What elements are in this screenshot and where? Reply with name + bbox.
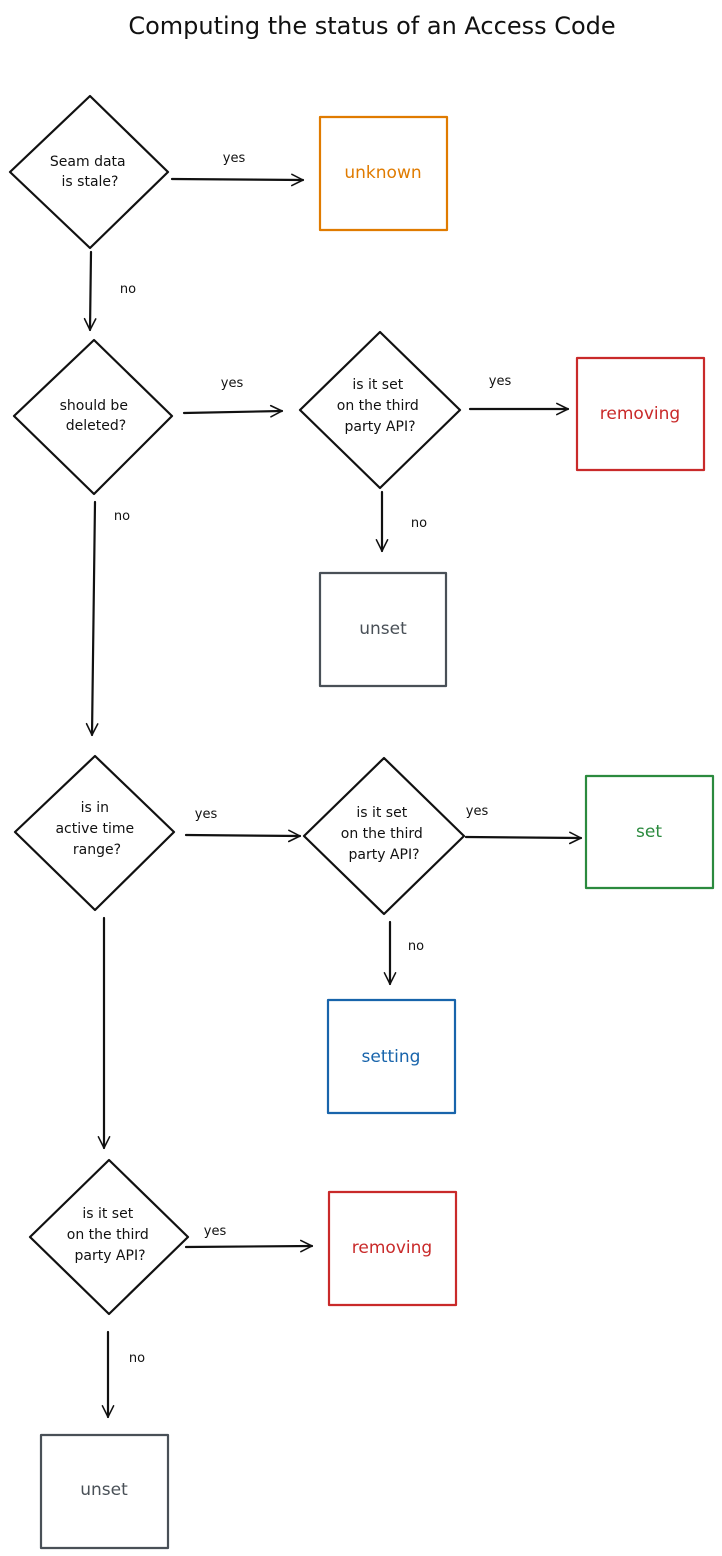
edge-d2-no (85, 500, 99, 737)
edge-d2-yes (182, 404, 284, 418)
edge-d1-yes (170, 173, 305, 187)
result-label: unset (80, 1480, 128, 1500)
edge-label-no: no (411, 516, 427, 531)
edge-label-no: no (408, 939, 424, 954)
decision-text-line: deleted? (66, 418, 126, 434)
result-label: removing (600, 404, 680, 424)
svg-text:Seam data is stale?: Seam data is stale? (50, 154, 130, 190)
result-removing: removing (327, 1190, 458, 1307)
edge-label-no: no (120, 282, 136, 297)
result-label: set (636, 822, 662, 842)
decision-text-line: on the third (341, 826, 423, 842)
edge-label-yes: yes (195, 807, 218, 822)
decision-should-be-deleted: should be deleted? (12, 338, 174, 496)
result-unset: unset (39, 1433, 170, 1550)
decision-text-line: is stale? (62, 174, 119, 190)
edge-label-no: no (114, 509, 130, 524)
svg-text:is it set on the third: is it set on the third party API? (67, 1206, 153, 1264)
result-unset: unset (318, 571, 448, 688)
decision-text-line: on the third (67, 1227, 149, 1243)
edge-label-no: no (129, 1351, 145, 1366)
svg-text:is it set on the third: is it set on the third party API? (337, 377, 423, 435)
svg-text:should be deleted?: should be deleted? (60, 398, 133, 434)
decision-set-on-third-party-api: is it set on the third party API? (298, 330, 462, 490)
result-label: removing (352, 1238, 432, 1258)
diagram-title: Computing the status of an Access Code (128, 12, 615, 40)
result-removing: removing (575, 356, 706, 472)
decision-active-time-range: is in active time range? (13, 754, 176, 912)
decision-text-line: is it set (352, 377, 403, 393)
decision-set-on-third-party-api: is it set on the third party API? (302, 756, 466, 916)
edge-label-yes: yes (466, 804, 489, 819)
result-unknown: unknown (318, 115, 449, 232)
edge-d5-yes (464, 831, 583, 845)
edge-d1-no (83, 250, 97, 332)
edge-label-yes: yes (221, 376, 244, 391)
decision-set-on-third-party-api: is it set on the third party API? (28, 1158, 190, 1316)
decision-text-line: party API? (348, 847, 419, 863)
decision-text-line: Seam data (50, 154, 126, 170)
edge-d4-yes (184, 829, 302, 843)
decision-text-line: is it set (82, 1206, 133, 1222)
edge-label-yes: yes (204, 1224, 227, 1239)
svg-text:is in active time: is in active time range? (55, 800, 138, 858)
decision-text-line: on the third (337, 398, 419, 414)
decision-text-line: should be (60, 398, 128, 414)
edge-label-yes: yes (223, 151, 246, 166)
decision-text-line: range? (73, 842, 121, 858)
svg-text:is it set on the third: is it set on the third party API? (341, 805, 427, 863)
result-setting: setting (326, 998, 457, 1115)
result-label: unset (359, 619, 407, 639)
decision-text-line: active time (55, 821, 134, 837)
decision-text-line: is in (81, 800, 109, 816)
result-set: set (584, 774, 715, 890)
decision-text-line: is it set (356, 805, 407, 821)
result-label: setting (362, 1047, 421, 1067)
result-label: unknown (344, 163, 421, 183)
edge-d6-yes (184, 1239, 314, 1253)
decision-text-line: party API? (344, 419, 415, 435)
decision-text-line: party API? (74, 1248, 145, 1264)
decision-seam-data-stale: Seam data is stale? (8, 94, 170, 250)
edge-label-yes: yes (489, 374, 512, 389)
